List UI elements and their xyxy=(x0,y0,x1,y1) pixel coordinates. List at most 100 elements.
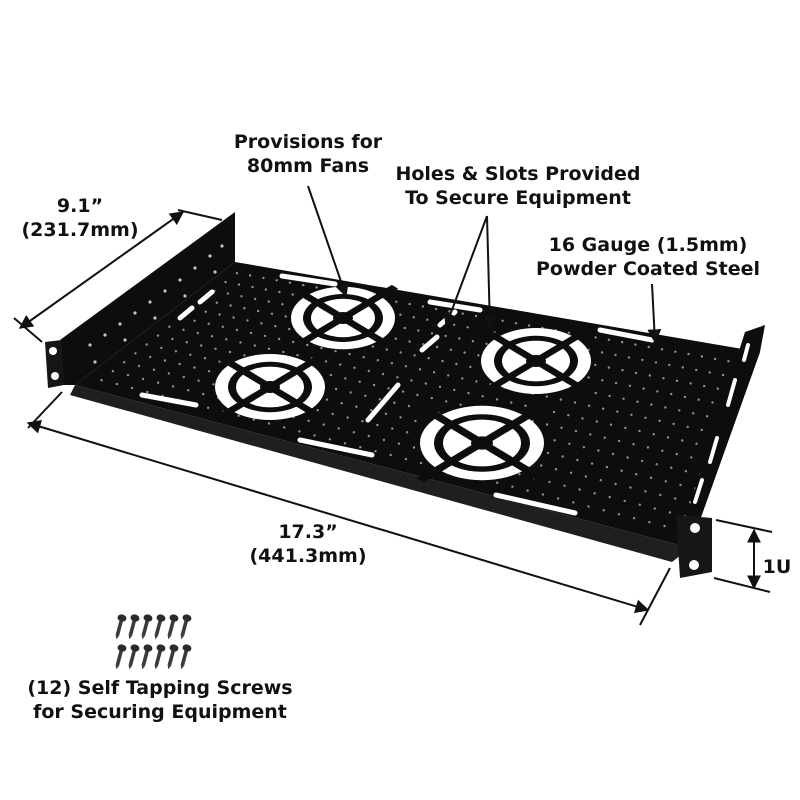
perforation-hole xyxy=(324,360,328,363)
perforation-hole xyxy=(174,350,178,353)
perforation-hole xyxy=(485,342,488,345)
perforation-hole xyxy=(387,387,390,390)
perforation-hole xyxy=(156,381,160,384)
screws-caption-line2: for Securing Equipment xyxy=(33,701,287,723)
perforation-hole xyxy=(636,400,639,403)
perforation-hole xyxy=(573,401,577,404)
perforation-hole xyxy=(376,423,379,427)
perforation-hole xyxy=(256,309,260,313)
steel-pointer-arrow xyxy=(647,283,662,344)
perforation-hole xyxy=(424,382,427,385)
perforation-hole xyxy=(206,406,210,409)
perforation-hole xyxy=(416,393,419,397)
perforation-hole xyxy=(622,397,625,400)
fan-cutout-top-left xyxy=(287,284,399,352)
perforation-hole xyxy=(399,313,402,316)
perforation-hole xyxy=(430,396,433,400)
perforation-hole xyxy=(378,398,382,401)
perforation-hole xyxy=(617,513,621,516)
perforation-hole xyxy=(412,316,415,319)
perforation-hole xyxy=(653,507,656,510)
perforation-hole xyxy=(393,401,396,404)
screw-icon xyxy=(180,644,192,670)
perforation-hole xyxy=(647,345,650,349)
perforation-hole xyxy=(339,363,342,366)
depth-extension-line xyxy=(177,209,223,221)
perforation-hole xyxy=(288,281,292,284)
perforation-hole xyxy=(572,501,575,504)
perforation-hole xyxy=(381,372,385,376)
perforation-hole xyxy=(654,361,658,364)
right-side-flange xyxy=(690,325,765,548)
perforation-hole xyxy=(282,350,285,354)
perforation-hole xyxy=(703,384,706,388)
perforation-hole xyxy=(662,377,665,380)
perforation-hole xyxy=(267,300,270,303)
perforation-hole xyxy=(594,363,597,367)
perforation-hole xyxy=(620,469,623,472)
perforation-hole xyxy=(594,336,597,339)
fan-cutout-bottom-left xyxy=(211,352,329,422)
perforation-hole xyxy=(576,458,579,462)
perforation-hole xyxy=(475,380,478,383)
perforation-hole xyxy=(649,476,653,479)
screw-icon xyxy=(128,644,140,670)
perforation-hole xyxy=(678,409,681,412)
perforation-hole xyxy=(447,374,450,377)
perforation-hole xyxy=(461,312,464,315)
perforation-hole xyxy=(407,404,411,408)
perforation-hole xyxy=(700,355,704,358)
screws-caption: (12) Self Tapping Screws for Securing Eq… xyxy=(20,676,300,724)
perforation-hole xyxy=(361,420,364,423)
perforation-hole xyxy=(284,315,287,318)
perforation-hole xyxy=(115,382,119,386)
perforation-hole xyxy=(595,420,598,423)
perforation-hole xyxy=(418,368,422,371)
perforation-hole xyxy=(614,381,618,385)
perforation-hole xyxy=(553,439,556,442)
left-ear-hole-icon xyxy=(51,372,59,380)
perforation-hole xyxy=(337,427,340,430)
perforation-hole xyxy=(540,464,543,467)
perforation-hole xyxy=(371,345,375,348)
perforation-hole xyxy=(221,325,224,328)
perforation-hole xyxy=(315,286,318,289)
perforation-hole xyxy=(627,356,631,359)
fans-callout: Provisions for 80mm Fans xyxy=(218,130,398,178)
perforation-hole xyxy=(218,360,221,363)
holes-pointer-arrow xyxy=(482,215,497,330)
perforation-hole xyxy=(367,434,370,438)
depth-inches: 9.1” xyxy=(56,195,104,217)
perforation-hole xyxy=(663,524,666,528)
perforation-hole xyxy=(229,304,232,307)
perforation-hole xyxy=(593,492,596,495)
perforation-hole xyxy=(391,427,394,430)
perforation-hole xyxy=(607,338,611,341)
perforation-hole xyxy=(441,359,444,363)
perforation-hole xyxy=(589,433,592,436)
perforation-hole xyxy=(623,499,626,503)
perforation-hole xyxy=(419,461,423,465)
perforation-hole xyxy=(210,335,214,338)
perforation-hole xyxy=(274,325,277,328)
perforation-hole xyxy=(514,322,518,325)
perforation-hole xyxy=(214,347,217,350)
perforation-hole xyxy=(137,364,141,368)
perforation-hole xyxy=(652,433,655,436)
holes-callout-line2: To Secure Equipment xyxy=(405,187,631,209)
perforation-hole xyxy=(616,410,619,413)
perforation-hole xyxy=(597,449,600,452)
perforation-hole xyxy=(683,395,687,399)
perforation-hole xyxy=(609,423,613,426)
perforation-hole xyxy=(426,318,429,321)
perforation-hole xyxy=(679,483,682,487)
perforation-hole xyxy=(648,374,651,377)
right-flange-slots xyxy=(693,343,750,504)
perforation-hole xyxy=(111,370,115,373)
perforation-hole xyxy=(727,360,730,363)
perforation-hole xyxy=(185,341,188,344)
perforation-hole xyxy=(384,412,388,415)
perforation-hole xyxy=(666,436,670,439)
